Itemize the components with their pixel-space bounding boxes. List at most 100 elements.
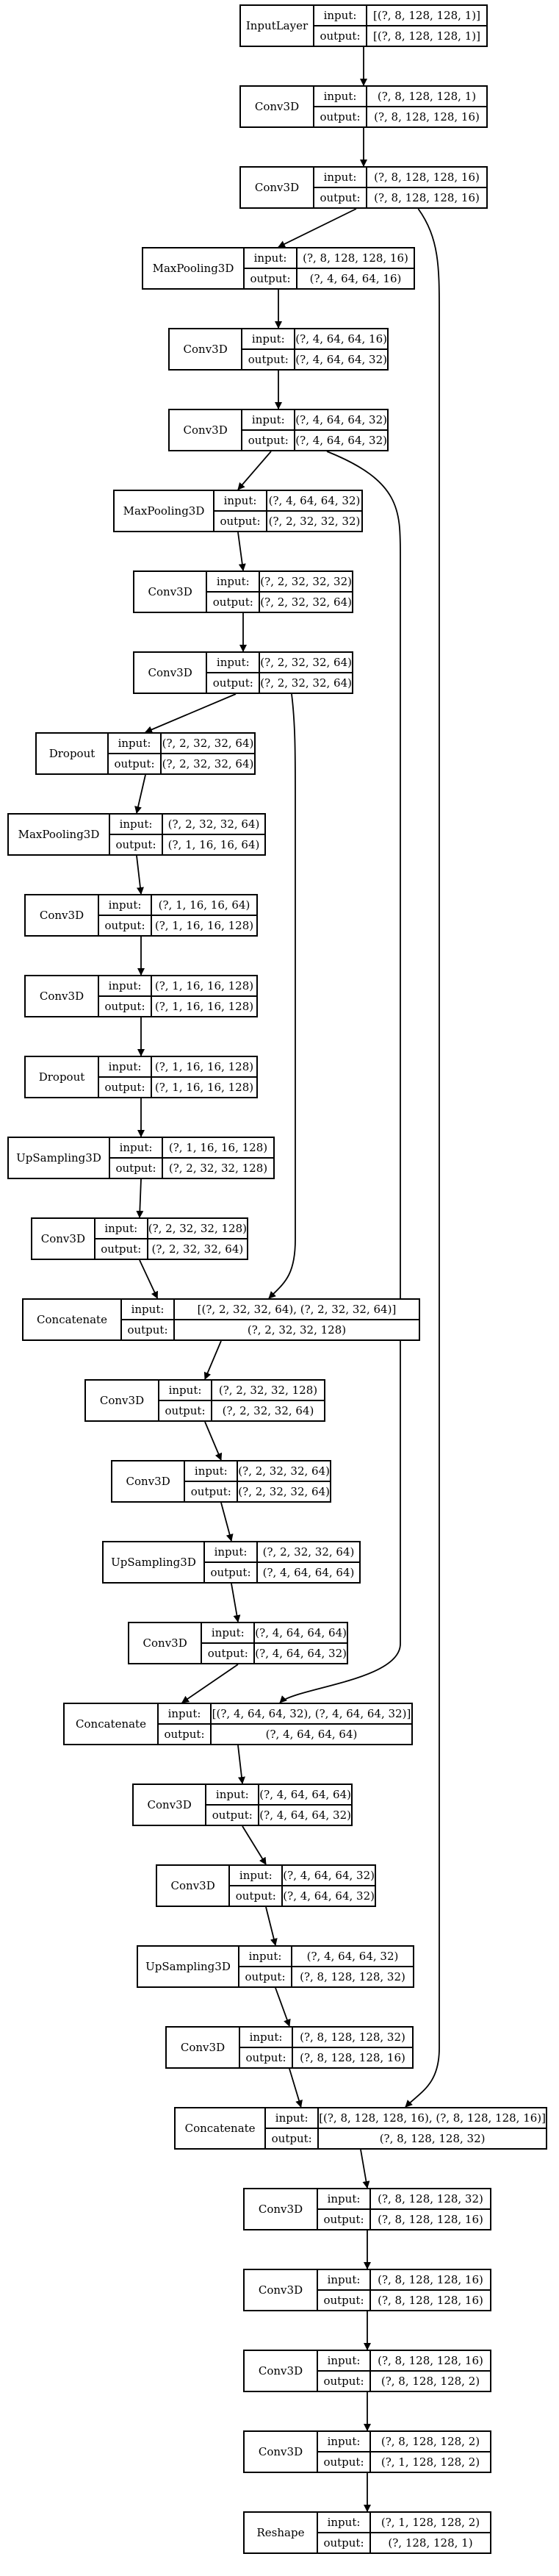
layer-shapes: input:(?, 4, 64, 64, 32)output:(?, 4, 64… xyxy=(242,410,387,450)
input-label: input: xyxy=(318,2270,371,2289)
edge-arrow xyxy=(134,774,146,814)
input-label: input: xyxy=(318,2432,371,2451)
input-shape: (?, 2, 32, 32, 64) xyxy=(162,737,254,750)
layer-type: Conv3D xyxy=(170,329,243,369)
input-label: input: xyxy=(266,2108,320,2128)
layer-shapes: input:(?, 8, 128, 128, 2)output:(?, 1, 1… xyxy=(318,2432,490,2472)
input-row: input:[(?, 8, 128, 128, 16), (?, 8, 128,… xyxy=(266,2108,546,2128)
input-shape: [(?, 8, 128, 128, 1)] xyxy=(373,9,480,22)
input-row: input:[(?, 4, 64, 64, 32), (?, 4, 64, 64… xyxy=(159,1704,411,1723)
layer-type: Conv3D xyxy=(167,2028,240,2067)
layer-type: Concatenate xyxy=(24,1300,122,1339)
input-row: input:(?, 2, 32, 32, 64) xyxy=(109,734,254,753)
output-shape: (?, 4, 64, 64, 32) xyxy=(283,1889,375,1903)
layer-shapes: input:(?, 8, 128, 128, 16)output:(?, 8, … xyxy=(318,2351,490,2391)
output-row: output:(?, 8, 128, 128, 16) xyxy=(318,2289,490,2310)
input-label: input: xyxy=(318,2351,371,2370)
input-shape: (?, 8, 128, 128, 16) xyxy=(303,251,408,265)
output-row: output:(?, 128, 128, 1) xyxy=(318,2532,490,2552)
input-label: input: xyxy=(318,2189,371,2208)
input-label: input: xyxy=(314,87,367,106)
input-shape: (?, 4, 64, 64, 16) xyxy=(295,332,387,346)
output-shape: (?, 4, 64, 64, 32) xyxy=(295,353,387,366)
input-row: input:(?, 8, 128, 128, 32) xyxy=(240,2028,412,2047)
edge-arrow xyxy=(136,855,144,895)
input-shape: (?, 8, 128, 128, 1) xyxy=(377,90,477,103)
output-shape: (?, 4, 64, 64, 64) xyxy=(262,1566,355,1579)
output-shape: [(?, 8, 128, 128, 1)] xyxy=(373,29,480,43)
input-label: input: xyxy=(314,168,367,187)
layer-type: Dropout xyxy=(37,734,109,773)
input-label: input: xyxy=(245,248,297,268)
output-label: output: xyxy=(314,26,367,46)
output-row: output:(?, 4, 64, 64, 32) xyxy=(230,1885,375,1906)
input-shape: (?, 2, 32, 32, 64) xyxy=(262,1545,355,1559)
layer-shapes: input:[(?, 4, 64, 64, 32), (?, 4, 64, 64… xyxy=(159,1704,411,1744)
output-row: output: (?, 1, 16, 16, 64) xyxy=(110,834,264,854)
layer-type: Conv3D xyxy=(129,1623,203,1663)
output-label: output: xyxy=(185,1482,239,1501)
output-label: output: xyxy=(318,2452,371,2472)
layer-shapes: input:(?, 4, 64, 64, 64)output:(?, 4, 64… xyxy=(206,1785,351,1825)
output-label: output: xyxy=(242,431,296,450)
output-shape: (?, 1, 16, 16, 64) xyxy=(167,838,260,851)
input-label: input: xyxy=(202,1623,256,1642)
output-label: output: xyxy=(110,835,163,854)
layer-shapes: input:(?, 1, 16, 16, 128)output:(?, 2, 3… xyxy=(110,1138,273,1178)
input-label: input: xyxy=(109,734,162,753)
output-label: output: xyxy=(314,107,367,126)
input-label: input: xyxy=(230,1866,284,1885)
layer-shapes: input:(?, 4, 64, 64, 32)output:(?, 8, 12… xyxy=(239,1947,413,1986)
output-label: output: xyxy=(110,1159,163,1178)
output-label: output: xyxy=(95,1239,148,1259)
output-row: output:(?, 1, 128, 128, 2) xyxy=(318,2451,490,2472)
input-shape: (?, 4, 64, 64, 32) xyxy=(295,413,387,426)
edge-arrow xyxy=(242,1825,267,1865)
output-label: output: xyxy=(230,1886,284,1906)
layer-shapes: input:(?, 2, 32, 32, 128)output:(?, 2, 3… xyxy=(159,1381,324,1420)
output-row: output:(?, 1, 16, 16, 128) xyxy=(99,1076,256,1097)
output-shape: (?, 2, 32, 32, 64) xyxy=(260,676,352,690)
layer-type: Conv3D xyxy=(245,2189,318,2229)
input-row: input:(?, 1, 16, 16, 128) xyxy=(110,1138,273,1157)
input-row: input:(?, 2, 32, 32, 128) xyxy=(95,1219,247,1238)
layer-type: Conv3D xyxy=(134,572,208,612)
layer-shapes: input:(?, 2, 32, 32, 128)output:(?, 2, 3… xyxy=(95,1219,247,1259)
output-row: output:(?, 2, 32, 32, 64) xyxy=(207,591,352,612)
output-shape: (?, 2, 32, 32, 64) xyxy=(260,595,352,609)
layer-shapes: input:(?, 1, 16, 16, 128)output:(?, 1, 1… xyxy=(99,1057,256,1097)
input-label: input: xyxy=(159,1381,212,1400)
output-shape: (?, 4, 64, 64, 32) xyxy=(259,1808,351,1822)
layer-shapes: input:[(?, 8, 128, 128, 16), (?, 8, 128,… xyxy=(266,2108,546,2148)
layer-shapes: input:(?, 4, 64, 64, 32)output:(?, 2, 32… xyxy=(214,491,361,531)
layer-type: Conv3D xyxy=(245,2432,318,2472)
output-shape: (?, 1, 16, 16, 128) xyxy=(154,1081,254,1094)
output-row: output:(?, 8, 128, 128, 16) xyxy=(314,106,486,126)
input-shape: [(?, 2, 32, 32, 64), (?, 2, 32, 32, 64)] xyxy=(197,1303,397,1316)
input-label: input: xyxy=(318,2513,371,2532)
input-label: input: xyxy=(214,491,267,510)
output-row: output:(?, 2, 32, 32, 64) xyxy=(185,1481,330,1501)
input-label: input: xyxy=(242,410,296,429)
layer-type: Conv3D xyxy=(245,2270,318,2310)
input-row: input:(?, 4, 64, 64, 16) xyxy=(242,329,387,348)
layer-type: UpSampling3D xyxy=(104,1542,205,1582)
input-shape: (?, 4, 64, 64, 32) xyxy=(306,1950,399,1963)
output-row: output:(?, 1, 16, 16, 128) xyxy=(99,915,256,935)
layer-type: MaxPooling3D xyxy=(115,491,214,531)
output-label: output: xyxy=(266,2129,320,2148)
input-row: input:(?, 2, 32, 32, 64) xyxy=(205,1542,359,1561)
